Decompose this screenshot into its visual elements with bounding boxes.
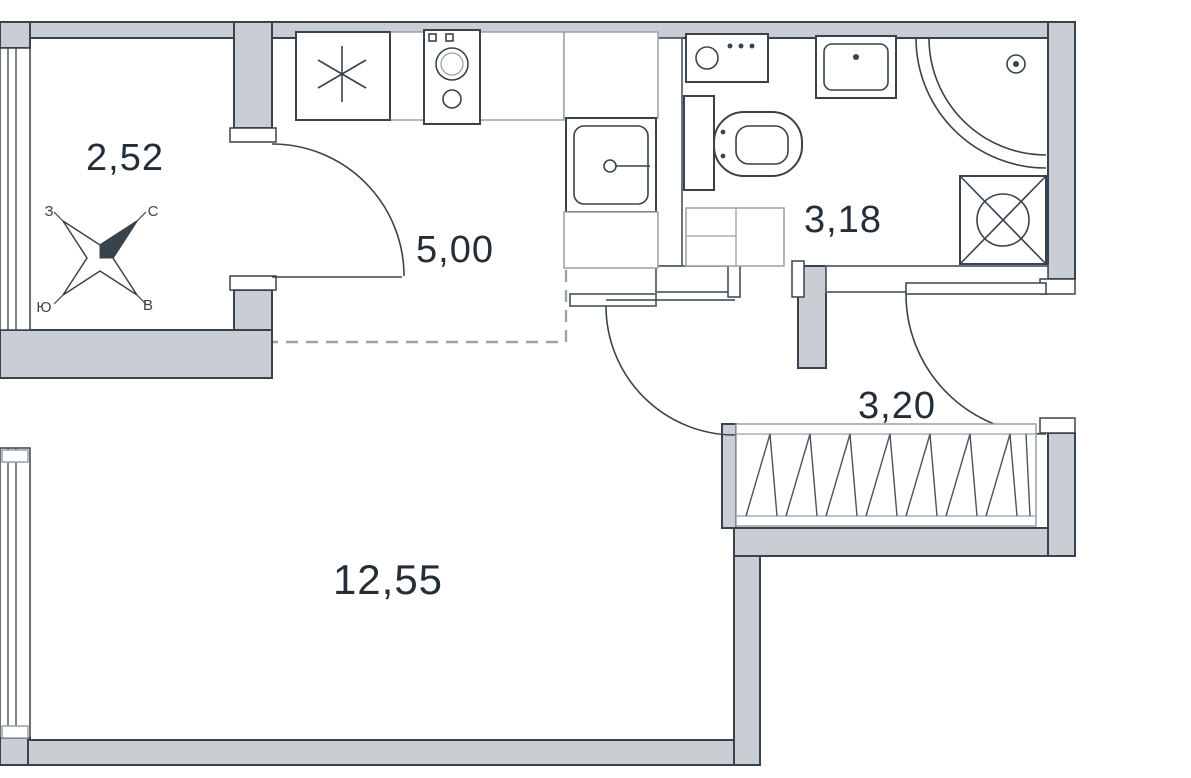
wall-balcony-divider	[0, 329, 273, 379]
compass-east-label: В	[143, 297, 153, 314]
hallway-area-label: 3,20	[858, 385, 936, 427]
wall-left-upper	[0, 21, 31, 49]
kitchen-counter-corner	[563, 31, 659, 119]
balcony-window-frame	[0, 47, 31, 331]
room-area-labels: 2,52 5,00 3,18 3,20 12,55	[86, 137, 936, 603]
balcony-door-jamb-top	[229, 127, 277, 143]
compass-west-label: З	[44, 203, 53, 220]
washing-machine-door	[695, 46, 719, 70]
washbasin-outline	[815, 35, 897, 99]
bathroom-partitions	[569, 37, 1049, 307]
entry-door-leaf	[905, 282, 1047, 295]
partition-bathroom-bottom-a	[655, 265, 737, 293]
toilet-hinge	[720, 153, 726, 159]
partition-bathroom-left	[655, 37, 683, 267]
windows	[0, 47, 31, 739]
compass-south-label: Ю	[36, 299, 51, 316]
fridge-icon	[295, 31, 391, 121]
wall-wardrobe-left	[721, 423, 737, 529]
wardrobe-icon	[735, 423, 1037, 527]
compass-north-label: С	[148, 203, 159, 220]
washing-machine-knob	[738, 43, 744, 49]
kitchen-area-label: 5,00	[416, 229, 494, 271]
wall-right-upper	[1047, 21, 1076, 280]
entry-door-jamb-bottom	[1039, 417, 1076, 434]
stove-outline	[423, 29, 481, 125]
living-room-area-label: 12,55	[333, 556, 443, 603]
stove-icon	[423, 29, 481, 125]
balcony-door-swing-arc	[271, 143, 405, 277]
vent-box-cross	[959, 175, 1047, 265]
wall-wardrobe-bottom	[733, 527, 1076, 557]
stove-burner-large	[435, 47, 469, 81]
bathroom-cabinet-icon	[685, 207, 785, 267]
living-window-casement	[1, 725, 29, 739]
sink-basin	[573, 125, 649, 205]
balcony-area-label: 2,52	[86, 137, 164, 179]
wall-right-lower	[1047, 432, 1076, 557]
washbasin-drain	[853, 54, 859, 60]
balcony-window	[0, 47, 31, 331]
balcony-door	[229, 127, 405, 291]
toilet-icon	[683, 95, 803, 191]
wall-bottom	[27, 739, 761, 766]
kitchen-counter-lower	[563, 211, 659, 269]
stove-knob	[445, 33, 454, 42]
wardrobe-outline	[735, 423, 1037, 527]
wall-lower-right-vertical	[733, 527, 761, 766]
kitchen-sink-icon	[565, 117, 657, 213]
vent-box-circle	[976, 193, 1030, 247]
compass-rose-icon: З С Ю В	[36, 203, 158, 316]
bathroom-door-jamb-right	[791, 260, 805, 298]
wall-left-lower	[0, 737, 31, 766]
bathroom-area-label: 3,18	[804, 199, 882, 241]
fridge-outline	[295, 31, 391, 121]
stove-knob	[428, 33, 437, 42]
bathroom-door-swing-arc	[605, 305, 736, 436]
washing-machine-knob	[727, 43, 733, 49]
sink-outline	[565, 117, 657, 213]
bathroom-door	[605, 299, 736, 436]
shower-head-dot	[1013, 61, 1019, 67]
stove-burner-inner	[440, 52, 464, 76]
doors	[229, 127, 1076, 436]
wall-balcony-right-lower	[233, 289, 273, 331]
stove-burner-small	[442, 89, 462, 109]
wall-balcony-right-upper	[233, 21, 273, 129]
kitchen-zone-dashed-boundary	[272, 270, 568, 344]
kitchen-fixtures	[295, 29, 659, 269]
living-window-frame	[0, 447, 31, 739]
living-window-casement	[1, 449, 29, 463]
living-room-window	[0, 447, 31, 739]
washing-machine-knob	[749, 43, 755, 49]
shower-head	[1006, 54, 1026, 74]
toilet-bowl-inner	[735, 125, 789, 165]
toilet-bowl	[713, 111, 803, 177]
bathroom-fixtures	[683, 33, 1047, 267]
washing-machine-outline	[685, 33, 769, 83]
shower-cabin-icon	[915, 37, 1047, 169]
wardrobe-hatching	[745, 433, 1031, 517]
washbasin-icon	[815, 35, 897, 99]
balcony-door-jamb-bottom	[229, 275, 277, 291]
fridge-asterisk	[317, 59, 367, 89]
toilet-hinge	[720, 129, 726, 135]
shower-front-outer	[915, 37, 1047, 169]
compass-north-pointer	[99, 220, 138, 259]
toilet-tank	[683, 95, 715, 191]
washbasin-bowl	[823, 43, 889, 91]
ventilation-box-icon	[959, 175, 1047, 265]
shower-front-inner	[928, 37, 1047, 156]
washing-machine-icon	[685, 33, 769, 83]
cabinet-outline	[685, 207, 785, 267]
